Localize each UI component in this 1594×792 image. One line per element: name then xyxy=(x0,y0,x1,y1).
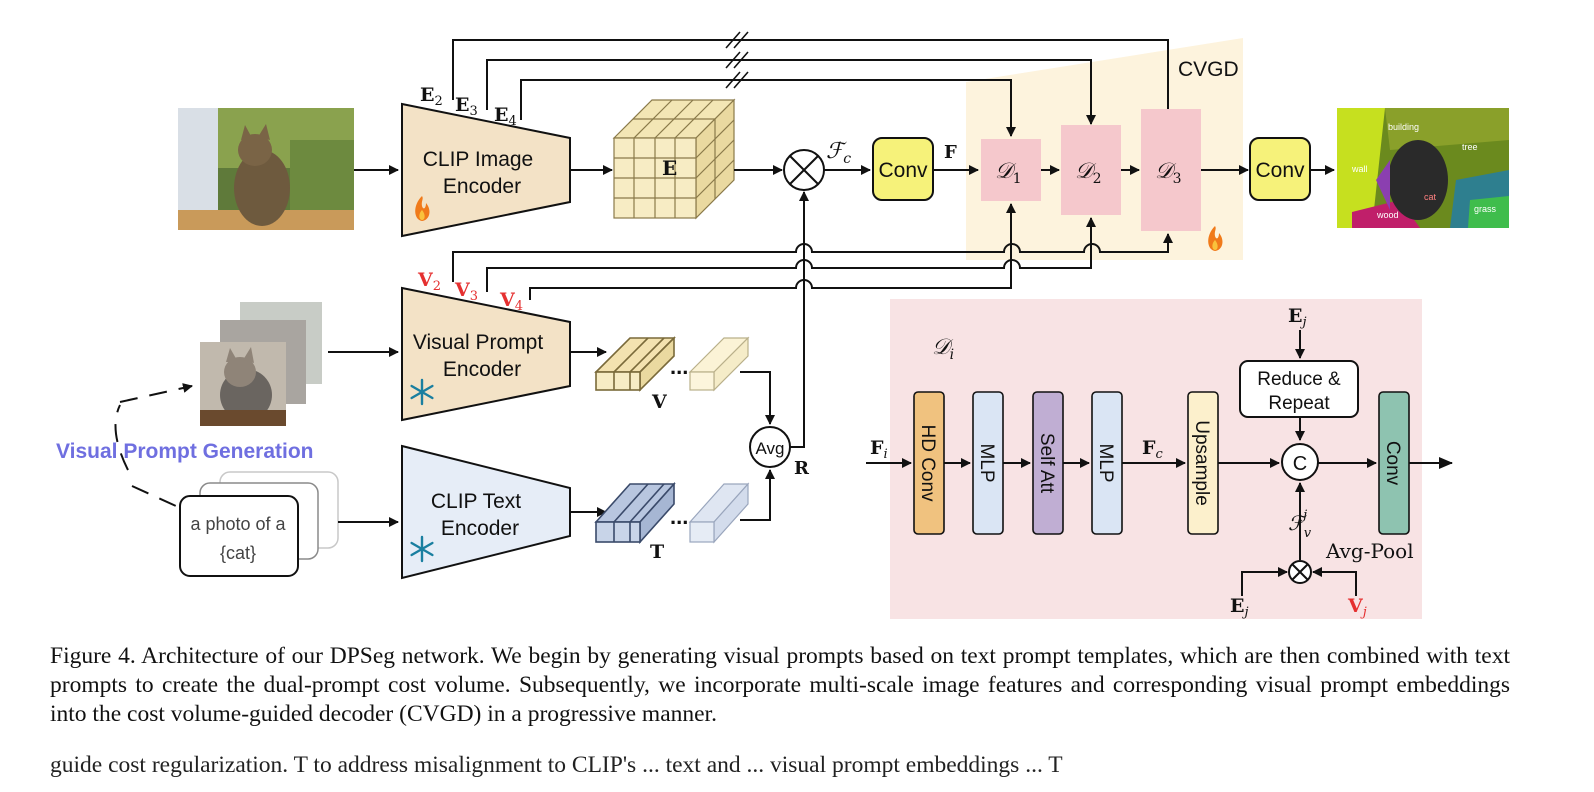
hd-conv-label: HD Conv xyxy=(917,424,938,502)
r-label: R xyxy=(794,458,810,479)
t-embeddings xyxy=(594,481,676,545)
final-conv-label: Conv xyxy=(1382,441,1403,486)
snowflake-icon xyxy=(410,535,434,563)
fc-detail-label: Fc xyxy=(1142,437,1164,462)
figure-caption: Figure 4. Architecture of our DPSeg netw… xyxy=(50,643,1510,727)
seg-label-cat: cat xyxy=(1424,192,1437,202)
v-label: V xyxy=(651,391,668,413)
reduce-label-2: Repeat xyxy=(1268,393,1330,414)
cvgd-label: CVGD xyxy=(1178,58,1239,81)
text-prompt-cards xyxy=(179,471,339,577)
seg-label-grass: grass xyxy=(1474,204,1497,214)
v2-label: V2 xyxy=(417,269,441,294)
e3-label: E3 xyxy=(455,94,478,119)
segmentation-output: building tree wall cat wood grass xyxy=(1337,108,1509,228)
t-label: T xyxy=(650,541,664,563)
clip-image-encoder-label-1: CLIP Image xyxy=(423,148,534,171)
fusion-multiply-node xyxy=(1288,560,1312,584)
e2-label: E2 xyxy=(420,84,443,109)
decoder-d3 xyxy=(1141,109,1201,231)
fi-label: Fi xyxy=(870,437,888,462)
v3-label: V3 xyxy=(454,279,478,304)
v-embedding-last xyxy=(688,336,750,392)
reduce-label-1: Reduce & xyxy=(1257,369,1341,390)
f-label: F xyxy=(944,142,957,163)
architecture-diagram: CVGD CLIP Image Encoder E2 E3 E4 xyxy=(56,31,1509,620)
v4-label: V4 xyxy=(499,289,523,314)
v-ellipsis: ... xyxy=(670,354,688,379)
d2-label: 𝒟2 xyxy=(1075,159,1101,187)
ej-bottom-label: Ej xyxy=(1230,595,1249,620)
visual-prompt-encoder xyxy=(401,286,571,422)
clip-image-encoder-label-2: Encoder xyxy=(443,175,521,198)
feature-cube-e xyxy=(612,98,736,220)
text-encoder-label-1: CLIP Text xyxy=(431,490,521,513)
vp-encoder-label-2: Encoder xyxy=(443,358,521,381)
e-label: E xyxy=(662,156,677,180)
text-prompt-line-2: {cat} xyxy=(220,543,256,563)
ej-top-label: Ej xyxy=(1288,305,1307,330)
flame-icon xyxy=(415,196,430,221)
visual-prompt-images xyxy=(200,302,322,426)
input-image xyxy=(178,108,354,230)
text-encoder-label-2: Encoder xyxy=(441,517,519,540)
snowflake-icon xyxy=(410,378,434,406)
upsample-label: Upsample xyxy=(1191,420,1212,506)
vj-bottom-label: Vj xyxy=(1347,595,1367,620)
conv-2-label: Conv xyxy=(1255,159,1305,182)
text-prompt-line-1: a photo of a xyxy=(190,514,286,534)
v-embeddings xyxy=(594,336,676,392)
clip-image-encoder xyxy=(401,102,571,238)
seg-label-wood: wood xyxy=(1376,210,1399,220)
d1-label: 𝒟1 xyxy=(995,159,1021,187)
self-att-label: Self Att xyxy=(1036,433,1057,494)
seg-label-tree: tree xyxy=(1462,142,1478,152)
avg-pool-label: Avg-Pool xyxy=(1325,539,1414,563)
mlp-2-label: MLP xyxy=(1095,443,1116,482)
fvj-label: ℱvj xyxy=(1288,508,1312,541)
seg-label-wall: wall xyxy=(1351,164,1368,174)
t-ellipsis: ... xyxy=(670,504,688,529)
mlp-1-label: MLP xyxy=(976,443,997,482)
concat-label: C xyxy=(1293,453,1307,475)
multiply-node xyxy=(783,149,825,191)
d3-label: 𝒟3 xyxy=(1155,159,1181,187)
flame-icon xyxy=(1208,226,1223,251)
decoder-d1 xyxy=(981,139,1041,201)
vp-encoder-label-1: Visual Prompt xyxy=(413,331,544,354)
t-embedding-last xyxy=(688,482,750,544)
visual-prompt-generation-label: Visual Prompt Generation xyxy=(56,440,314,463)
conv-1-label: Conv xyxy=(878,159,928,182)
avg-label: Avg xyxy=(756,439,785,458)
e4-label: E4 xyxy=(494,104,517,129)
fc-label: ℱc xyxy=(826,139,851,167)
next-paragraph-line: guide cost regularization. T to address … xyxy=(50,752,1063,778)
seg-label-building: building xyxy=(1388,122,1419,132)
clip-text-encoder xyxy=(401,444,571,580)
di-label: 𝒟i xyxy=(932,335,954,363)
decoder-d2 xyxy=(1061,125,1121,215)
